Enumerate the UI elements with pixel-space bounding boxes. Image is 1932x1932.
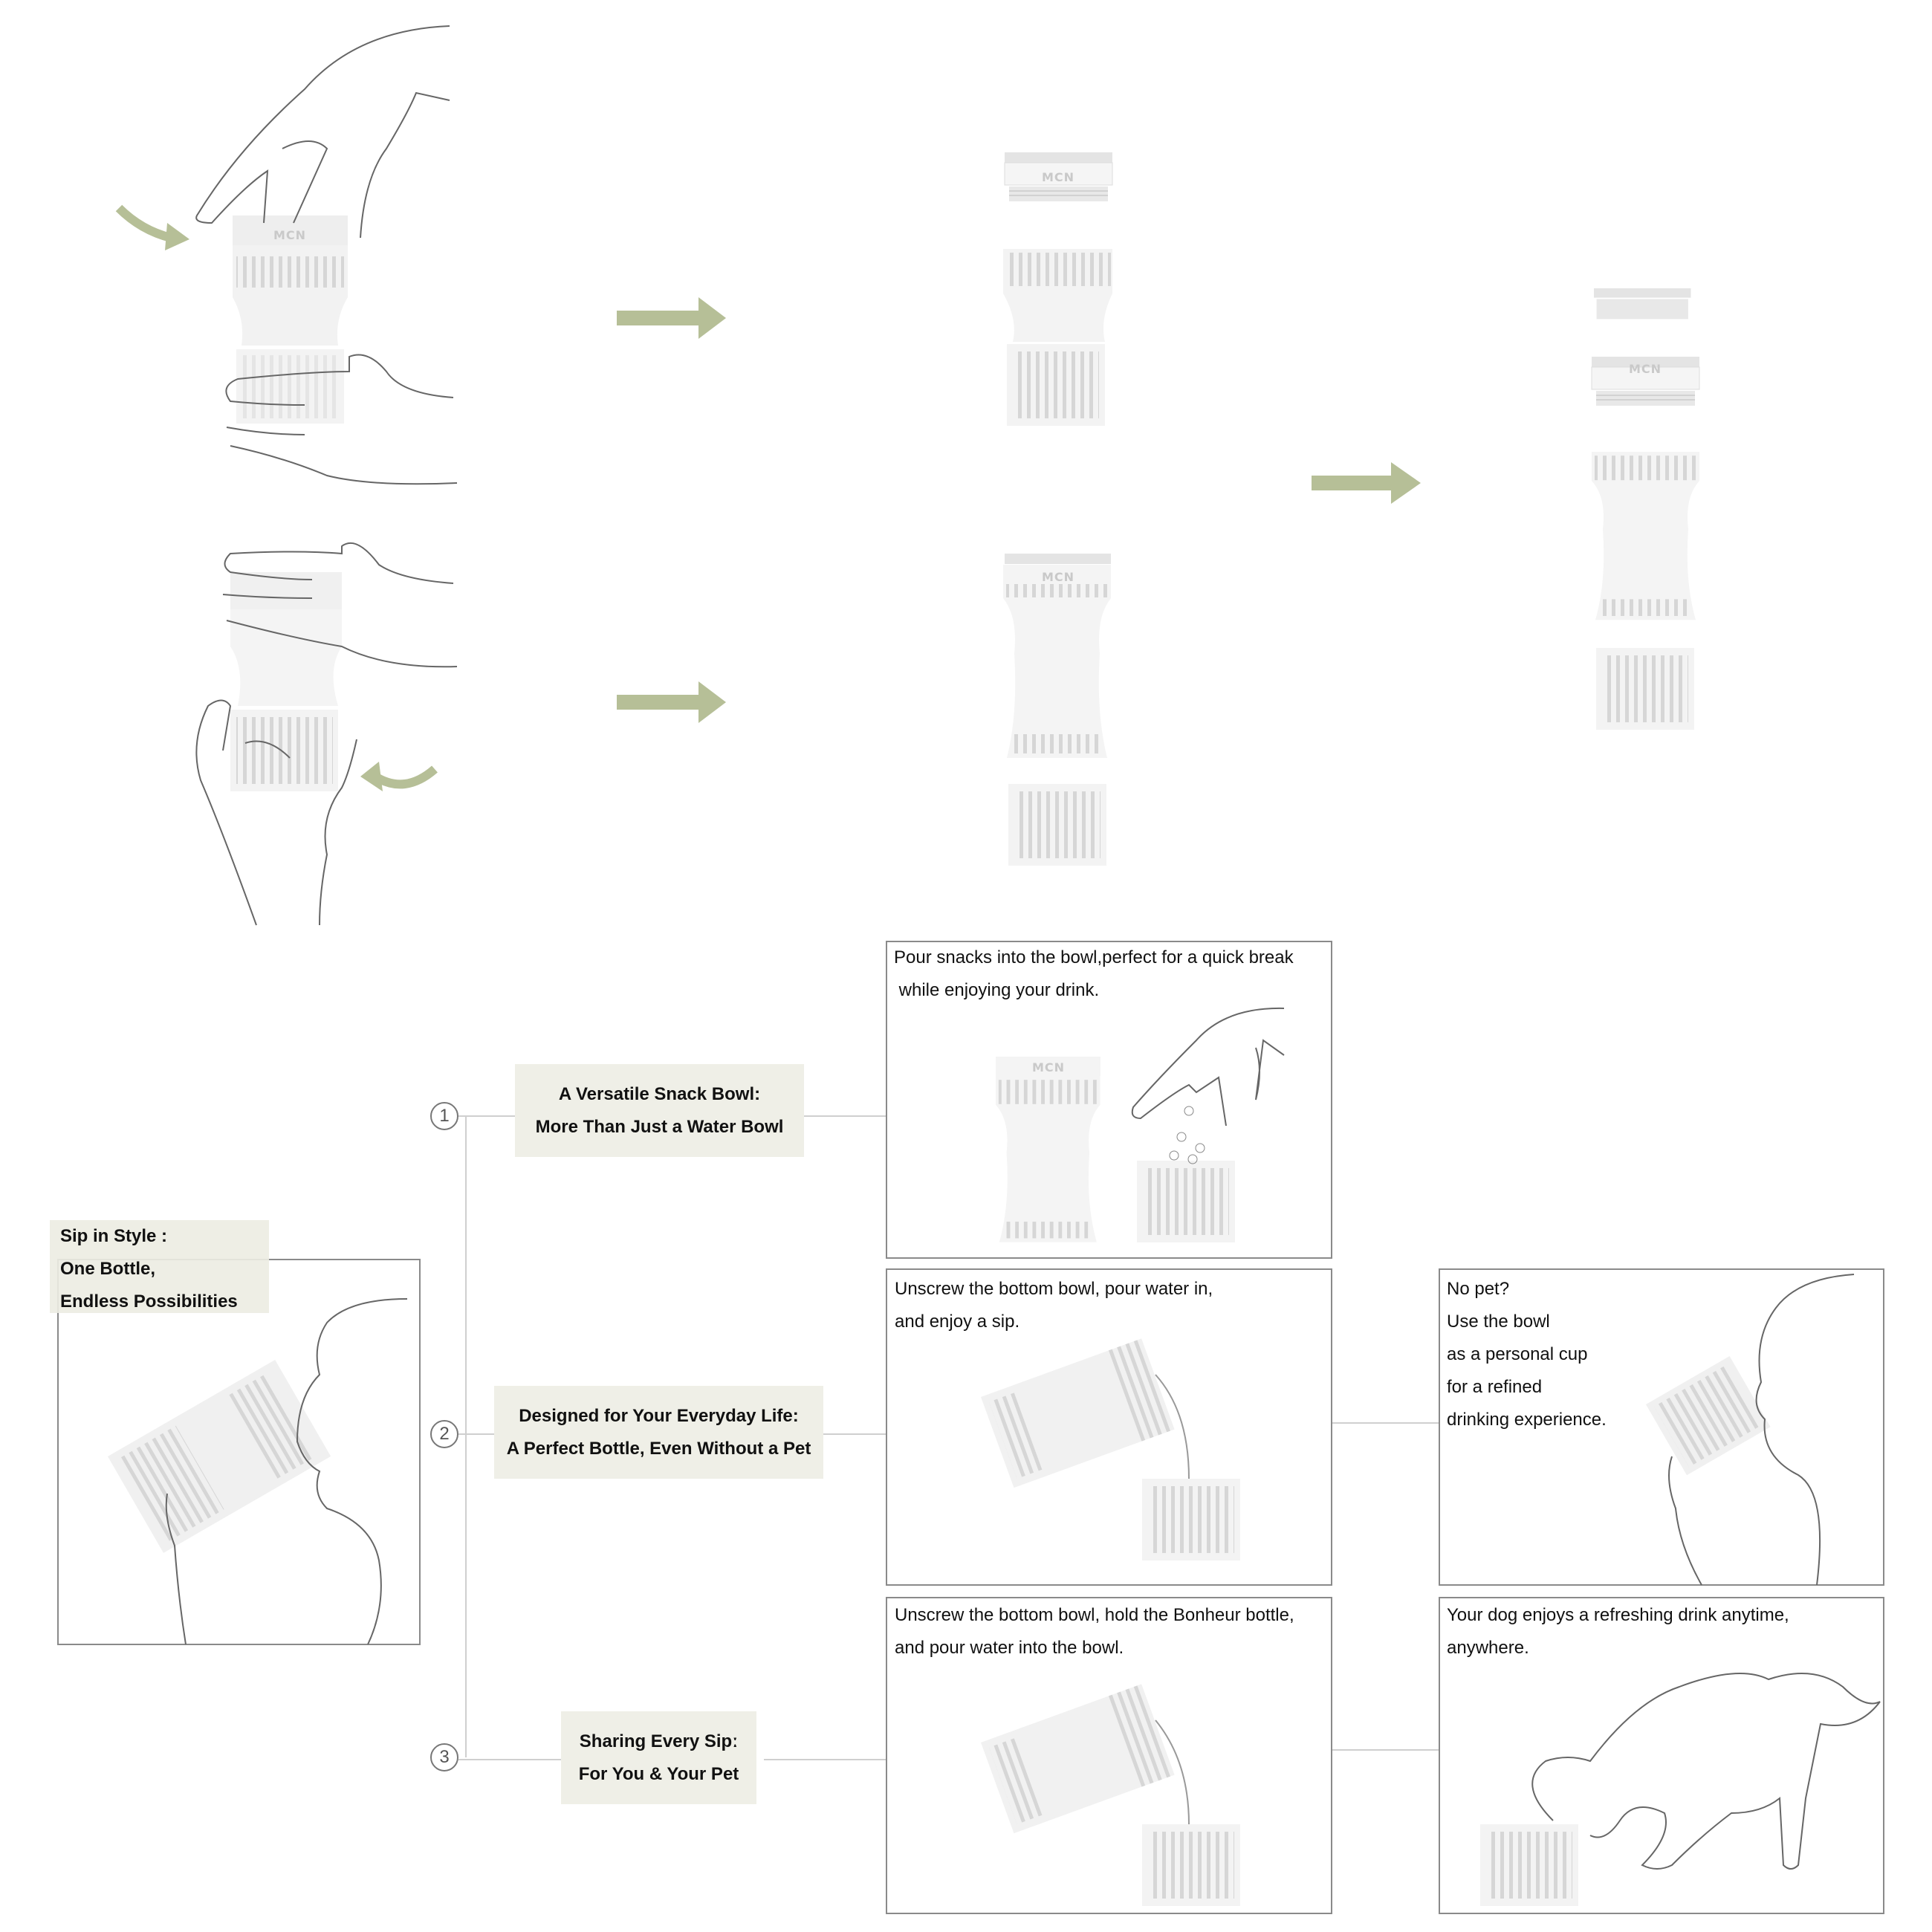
bottle-fully-exploded: MCN <box>1591 288 1700 730</box>
step-3-circle <box>430 1743 458 1771</box>
sip-pour-illustration <box>981 1338 1240 1560</box>
step-number: 2 <box>439 1424 450 1444</box>
caption-line: while enjoying your drink. <box>894 980 1100 1000</box>
caption-line: Pour snacks into the bowl,perfect for a … <box>894 947 1294 967</box>
dog-drinking-illustration <box>1480 1673 1881 1906</box>
step-title: A Versatile Snack Bowl: <box>558 1083 761 1104</box>
step-subtitle: More Than Just a Water Bowl <box>535 1116 784 1137</box>
step-1-label: A Versatile Snack Bowl: More Than Just a… <box>515 1064 804 1157</box>
sip-label-line: Endless Possibilities <box>60 1291 238 1312</box>
bottle-top-exploded: MCN <box>1003 152 1113 426</box>
panel-pour <box>886 1597 1332 1914</box>
brand-mark: MCN <box>273 228 306 242</box>
arrow-right-icon <box>617 297 726 339</box>
panel-dog-caption: Your dog enjoys a refreshing drink anyti… <box>1447 1599 1789 1664</box>
step-1-circle <box>430 1102 458 1130</box>
caption-line: Use the bowl <box>1447 1312 1550 1332</box>
caption-line: No pet? <box>1447 1279 1510 1299</box>
step-subtitle: A Perfect Bottle, Even Without a Pet <box>506 1438 811 1459</box>
brand-mark: MCN <box>1042 570 1074 584</box>
step-number: 3 <box>439 1747 450 1767</box>
bottle-bottom-exploded: MCN <box>1003 554 1111 866</box>
caption-line: Your dog enjoys a refreshing drink anyti… <box>1447 1605 1789 1625</box>
panel-sip <box>886 1268 1332 1586</box>
step-2-circle <box>430 1420 458 1448</box>
step-title: Designed for Your Everyday Life: <box>519 1405 799 1426</box>
arrow-right-icon <box>1312 462 1421 504</box>
caption-line: and pour water into the bowl. <box>895 1638 1124 1658</box>
caption-line: for a refined <box>1447 1377 1543 1397</box>
step-number: 1 <box>439 1106 450 1126</box>
personal-cup-illustration <box>1646 1274 1855 1586</box>
brand-mark: MCN <box>1032 1060 1065 1074</box>
step-3-label: Sharing Every Sipː For You & Your Pet <box>561 1711 756 1804</box>
caption-line: drinking experience. <box>1447 1410 1607 1430</box>
caption-line: as a personal cup <box>1447 1344 1588 1364</box>
drinking-person-illustration <box>108 1298 408 1645</box>
panel-snack-caption: Pour snacks into the bowl,perfect for a … <box>894 941 1294 1007</box>
panel-dog <box>1439 1597 1884 1914</box>
sip-in-style-label: Sip in Style : One Bottle, Endless Possi… <box>50 1220 269 1313</box>
panel-cup-caption: No pet? Use the bowl as a personal cup f… <box>1447 1273 1607 1436</box>
snack-bowl-illustration: MCN <box>996 1007 1285 1242</box>
caption-line: and enjoy a sip. <box>895 1312 1020 1332</box>
brand-mark: MCN <box>1042 170 1074 184</box>
panel-snack <box>886 941 1332 1259</box>
panel-sip-caption: Unscrew the bottom bowl, pour water in, … <box>895 1273 1213 1338</box>
panel-pour-caption: Unscrew the bottom bowl, hold the Bonheu… <box>895 1599 1294 1664</box>
brand-mark: MCN <box>1629 362 1662 376</box>
step-title: Sharing Every Sipː <box>579 1731 739 1751</box>
panel-cup <box>1439 1268 1884 1586</box>
connector-lines <box>458 1115 1439 1760</box>
step-2-label: Designed for Your Everyday Life: A Perfe… <box>494 1386 823 1479</box>
twist-top-illustration: MCN <box>115 25 458 485</box>
arrow-right-icon <box>617 681 726 723</box>
caption-line: Unscrew the bottom bowl, hold the Bonheu… <box>895 1605 1294 1625</box>
sip-label-line: Sip in Style : <box>60 1226 168 1246</box>
caption-line: Unscrew the bottom bowl, pour water in, <box>895 1279 1213 1299</box>
caption-line: anywhere. <box>1447 1638 1529 1658</box>
pour-water-illustration <box>981 1684 1240 1906</box>
step-subtitle: For You & Your Pet <box>578 1763 739 1784</box>
twist-bottom-illustration <box>195 542 458 926</box>
sip-label-line: One Bottle, <box>60 1259 156 1279</box>
